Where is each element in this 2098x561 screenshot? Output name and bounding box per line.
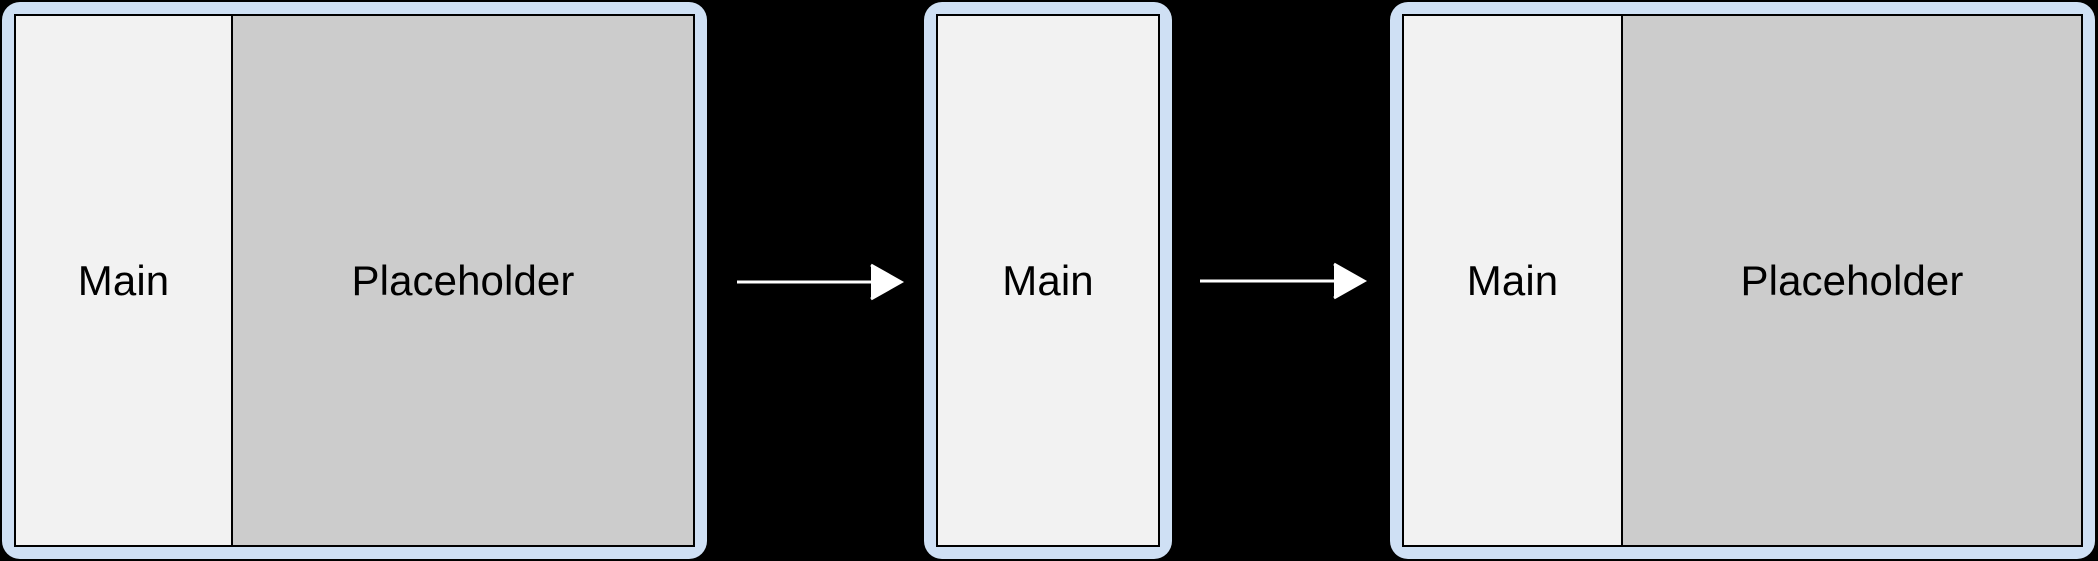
transition-arrow-right [1200, 262, 1368, 300]
arrow-head-fill [1333, 263, 1366, 299]
pane-placeholder[interactable]: Placeholder [1621, 16, 2081, 545]
frame-content-area: Main Placeholder [14, 14, 695, 547]
frame-content-area: Main Placeholder [1402, 14, 2083, 547]
pane-main[interactable]: Main [1404, 16, 1621, 545]
pane-main-label: Main [1466, 256, 1559, 304]
pane-main[interactable]: Main [16, 16, 231, 545]
arrow-head-fill [870, 264, 903, 300]
pane-placeholder-label: Placeholder [351, 256, 575, 304]
arrow-1-glyph [737, 263, 905, 301]
pane-main-label: Main [1002, 256, 1094, 304]
arrow-2-glyph [1200, 262, 1368, 300]
pane-placeholder[interactable]: Placeholder [231, 16, 693, 545]
window-frame-split-before[interactable]: Main Placeholder [2, 2, 707, 559]
window-frame-split-after[interactable]: Main Placeholder [1390, 2, 2095, 559]
window-frame-compact[interactable]: Main [924, 2, 1172, 559]
pane-placeholder-label: Placeholder [1740, 256, 1964, 304]
pane-main[interactable]: Main [938, 16, 1158, 545]
frame-content-area: Main [936, 14, 1160, 547]
pane-main-label: Main [77, 256, 170, 304]
transition-arrow-right [737, 263, 905, 301]
